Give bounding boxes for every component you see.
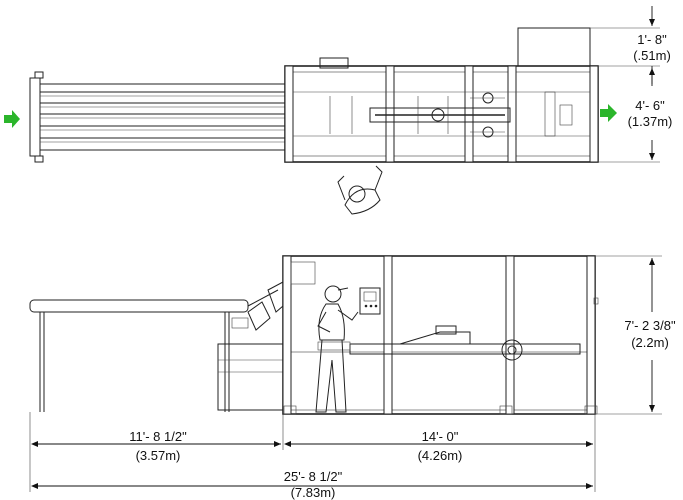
overall-length-label: 25'- 8 1/2" bbox=[284, 469, 343, 484]
plan-machine-frame bbox=[284, 27, 599, 163]
side-infeed-conveyor bbox=[29, 281, 291, 412]
machine-length-metric-label: (4.26m) bbox=[418, 448, 463, 463]
flow-in-arrow-icon bbox=[4, 110, 20, 128]
plan-width-metric-label: (1.37m) bbox=[628, 114, 673, 129]
side-elevation-view: 7'- 2 3/8" (2.2m) 11'- 8 1/2" (3.57m) 14… bbox=[29, 255, 676, 500]
plan-width-label: 4'- 6" bbox=[635, 98, 665, 113]
top-hood-height-label: 1'- 8" bbox=[637, 32, 667, 47]
overall-length-metric-label: (7.83m) bbox=[291, 485, 336, 500]
side-operator-figure bbox=[315, 285, 359, 413]
machine-height-metric-label: (2.2m) bbox=[631, 335, 669, 350]
flow-out-arrow-icon bbox=[600, 104, 617, 122]
machine-length-label: 14'- 0" bbox=[422, 429, 459, 444]
plan-infeed-conveyor bbox=[29, 71, 286, 163]
plan-view: 1'- 8" (.51m) 4'- 6" (1.37m) bbox=[4, 6, 673, 215]
plan-operator-figure bbox=[337, 165, 383, 215]
infeed-length-label: 11'- 8 1/2" bbox=[129, 429, 187, 444]
infeed-length-metric-label: (3.57m) bbox=[136, 448, 181, 463]
plan-dimension-lines bbox=[590, 6, 660, 163]
side-machine-frame bbox=[282, 255, 599, 415]
length-dimension-lines bbox=[29, 412, 596, 492]
side-height-dimension bbox=[595, 255, 662, 415]
top-hood-height-metric-label: (.51m) bbox=[633, 48, 671, 63]
machine-height-label: 7'- 2 3/8" bbox=[624, 318, 676, 333]
